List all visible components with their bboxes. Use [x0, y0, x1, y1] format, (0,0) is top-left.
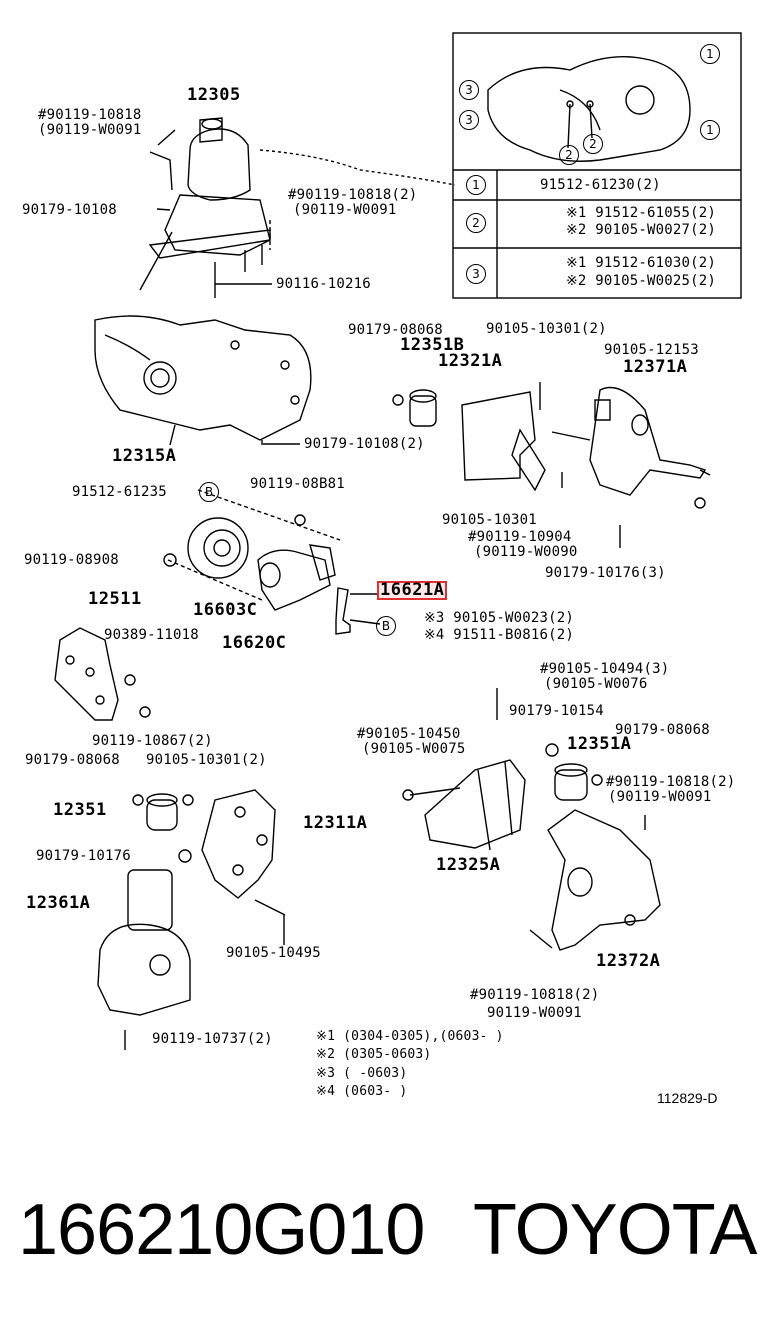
part-12325A[interactable]: 12325A [436, 855, 501, 875]
legend-marker-3b: 3 [459, 110, 479, 130]
nut-90179-10176-3[interactable]: 90179-10176(3) [545, 565, 666, 581]
part-12311A[interactable]: 12311A [303, 813, 368, 833]
bolt-90105-12153[interactable]: 90105-12153 [604, 342, 699, 358]
drawing-number: 112829-D [657, 1090, 718, 1106]
callout-b-top: B [199, 482, 219, 502]
bolt-top-mid-a[interactable]: #90119-10818(2) [288, 187, 418, 203]
bolt-10818-bottom-a[interactable]: #90119-10818(2) [470, 987, 600, 1003]
footer-brand: TOYOTA [473, 1190, 757, 1270]
bolt-91512-61235[interactable]: 91512-61235 [72, 484, 167, 500]
part-16603C[interactable]: 16603C [193, 600, 258, 620]
legend-marker-3: 3 [459, 80, 479, 100]
nut-90179-08068-right[interactable]: 90179-08068 [615, 722, 710, 738]
callout-b-bracket: B [376, 616, 396, 636]
nut-90179-10154[interactable]: 90179-10154 [509, 703, 604, 719]
legend-row-2-line-2: ※2 90105-W0027(2) [566, 222, 716, 238]
bolt-10818-right-b[interactable]: (90119-W0091 [608, 789, 712, 805]
bolt-top-left-a[interactable]: #90119-10818 [38, 107, 142, 123]
note-3: ※3 ( -0603) [316, 1066, 408, 1081]
bolt-90105-10301[interactable]: 90105-10301 [442, 512, 537, 528]
part-16620C[interactable]: 16620C [222, 633, 287, 653]
legend-row-1-number: 1 [466, 175, 486, 195]
legend-row-1-line-1: 91512-61230(2) [540, 177, 661, 193]
bolt-10818-right-a[interactable]: #90119-10818(2) [606, 774, 736, 790]
bolt-10450-a[interactable]: #90105-10450 [357, 726, 461, 742]
legend-marker-1b: 1 [700, 120, 720, 140]
note-2: ※2 (0305-0603) [316, 1047, 432, 1062]
bolt-90389-11018[interactable]: 90389-11018 [104, 627, 199, 643]
bolt-top-mid-b[interactable]: (90119-W0091 [293, 202, 397, 218]
nut-90179-08068-top[interactable]: 90179-08068 [348, 322, 443, 338]
legend-table-frame [452, 32, 742, 299]
legend-row-3-number: 3 [466, 264, 486, 284]
bolt-10494-a[interactable]: #90105-10494(3) [540, 661, 670, 677]
bolt-90105-10495[interactable]: 90105-10495 [226, 945, 321, 961]
note-4: ※4 (0603- ) [316, 1084, 408, 1099]
nut-90179-10108[interactable]: 90179-10108 [22, 202, 117, 218]
note-1: ※1 (0304-0305),(0603- ) [316, 1029, 504, 1044]
bolt-90119-08B81[interactable]: 90119-08B81 [250, 476, 345, 492]
part-12315A[interactable]: 12315A [112, 446, 177, 466]
note3-bolt[interactable]: ※3 90105-W0023(2) [424, 610, 574, 626]
bolt-10904-a[interactable]: #90119-10904 [468, 529, 572, 545]
bolt-90119-10737[interactable]: 90119-10737(2) [152, 1031, 273, 1047]
stud-90116-10216[interactable]: 90116-10216 [276, 276, 371, 292]
bolt-top-left-b[interactable]: (90119-W0091 [38, 122, 142, 138]
legend-marker-2b: 2 [583, 134, 603, 154]
nut-90179-10176[interactable]: 90179-10176 [36, 848, 131, 864]
part-12351B[interactable]: 12351B [400, 335, 465, 355]
legend-row-2-line-1: ※1 91512-61055(2) [566, 205, 716, 221]
part-12351A[interactable]: 12351A [567, 734, 632, 754]
footer-part-number: 166210G010 [18, 1190, 425, 1270]
legend-marker-2: 2 [559, 145, 579, 165]
part-12371A[interactable]: 12371A [623, 357, 688, 377]
bolt-10450-b[interactable]: (90105-W0075 [362, 741, 466, 757]
part-12361A[interactable]: 12361A [26, 893, 91, 913]
part-12321A[interactable]: 12321A [438, 351, 503, 371]
bolt-90119-10867[interactable]: 90119-10867(2) [92, 733, 213, 749]
bolt-90105-10301-2[interactable]: 90105-10301(2) [486, 321, 607, 337]
legend-marker-1: 1 [700, 44, 720, 64]
bolt-10494-b[interactable]: (90105-W0076 [544, 676, 648, 692]
bolt-90105-10301-2b[interactable]: 90105-10301(2) [146, 752, 267, 768]
bolt-10904-b[interactable]: (90119-W0090 [474, 544, 578, 560]
part-12511[interactable]: 12511 [88, 589, 142, 609]
part-12305[interactable]: 12305 [187, 85, 241, 105]
legend-row-3-line-1: ※1 91512-61030(2) [566, 255, 716, 271]
legend-row-2-number: 2 [466, 213, 486, 233]
part-12351[interactable]: 12351 [53, 800, 107, 820]
note4-bolt[interactable]: ※4 91511-B0816(2) [424, 627, 574, 643]
nut-90179-08068-left[interactable]: 90179-08068 [25, 752, 120, 768]
bolt-90119-08908[interactable]: 90119-08908 [24, 552, 119, 568]
part-16621A-highlighted[interactable]: 16621A [377, 581, 448, 600]
bolt-10818-bottom-b[interactable]: 90119-W0091 [487, 1005, 582, 1021]
part-12372A[interactable]: 12372A [596, 951, 661, 971]
nut-90179-10108-2[interactable]: 90179-10108(2) [304, 436, 425, 452]
legend-row-3-line-2: ※2 90105-W0025(2) [566, 273, 716, 289]
